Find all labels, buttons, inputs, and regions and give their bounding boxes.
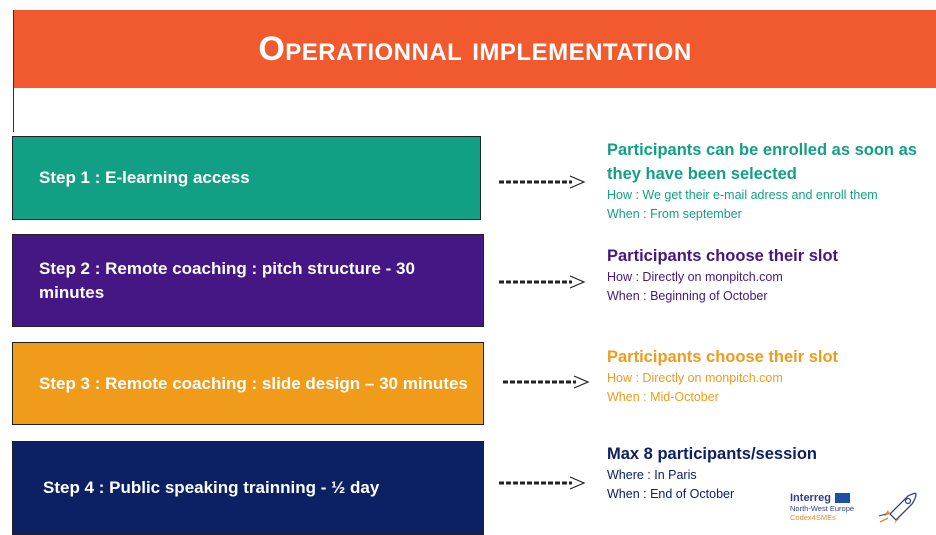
step-2-info: Participants choose their slot How : Dir… bbox=[607, 244, 932, 306]
step-2-box: Step 2 : Remote coaching : pitch structu… bbox=[12, 234, 484, 327]
step-2-when: When : Beginning of October bbox=[607, 289, 768, 303]
step-1-box: Step 1 : E-learning access bbox=[12, 136, 481, 220]
dashed-arrow-icon bbox=[502, 375, 590, 389]
dashed-arrow-icon bbox=[498, 275, 586, 289]
step-2-label: Step 2 : Remote coaching : pitch structu… bbox=[39, 258, 415, 302]
logo-region: North-West Europe bbox=[790, 504, 855, 513]
step-1-heading-line-1: Participants can be enrolled as soon as bbox=[607, 141, 917, 159]
header-banner: Operationnal implementation bbox=[14, 10, 936, 88]
left-divider bbox=[13, 10, 14, 132]
step-4-where: Where : In Paris bbox=[607, 468, 697, 482]
page-title: Operationnal implementation bbox=[258, 29, 692, 68]
step-2-heading: Participants choose their slot bbox=[607, 247, 839, 265]
step-3-info: Participants choose their slot How : Dir… bbox=[607, 345, 932, 407]
step-4-box: Step 4 : Public speaking trainning - ½ d… bbox=[12, 441, 484, 535]
step-3-heading: Participants choose their slot bbox=[607, 348, 839, 366]
logo-name: Interreg bbox=[790, 492, 831, 504]
step-1-how: How : We get their e-mail adress and enr… bbox=[607, 188, 878, 202]
eu-flag-icon bbox=[834, 493, 850, 503]
dashed-arrow-icon bbox=[498, 175, 586, 189]
step-1-info: Participants can be enrolled as soon as … bbox=[607, 138, 932, 224]
step-1-heading-line-2: they have been selected bbox=[607, 165, 797, 183]
step-3-label: Step 3 : Remote coaching : slide design … bbox=[39, 373, 468, 393]
dashed-arrow-icon bbox=[498, 476, 586, 490]
step-1-when: When : From september bbox=[607, 207, 742, 221]
step-3-how: How : Directly on monpitch.com bbox=[607, 371, 783, 385]
rocket-icon bbox=[878, 488, 922, 524]
step-4-heading: Max 8 participants/session bbox=[607, 445, 817, 463]
interreg-logo: Interreg North-West Europe Codex4SMEs bbox=[790, 492, 880, 526]
step-2-how: How : Directly on monpitch.com bbox=[607, 270, 783, 284]
step-3-when: When : Mid-October bbox=[607, 390, 719, 404]
step-1-label: Step 1 : E-learning access bbox=[39, 168, 250, 187]
step-3-box: Step 3 : Remote coaching : slide design … bbox=[12, 342, 484, 425]
logo-project: Codex4SMEs bbox=[790, 513, 836, 522]
step-4-info: Max 8 participants/session Where : In Pa… bbox=[607, 442, 932, 504]
step-4-label: Step 4 : Public speaking trainning - ½ d… bbox=[43, 478, 380, 497]
step-4-when: When : End of October bbox=[607, 487, 735, 501]
